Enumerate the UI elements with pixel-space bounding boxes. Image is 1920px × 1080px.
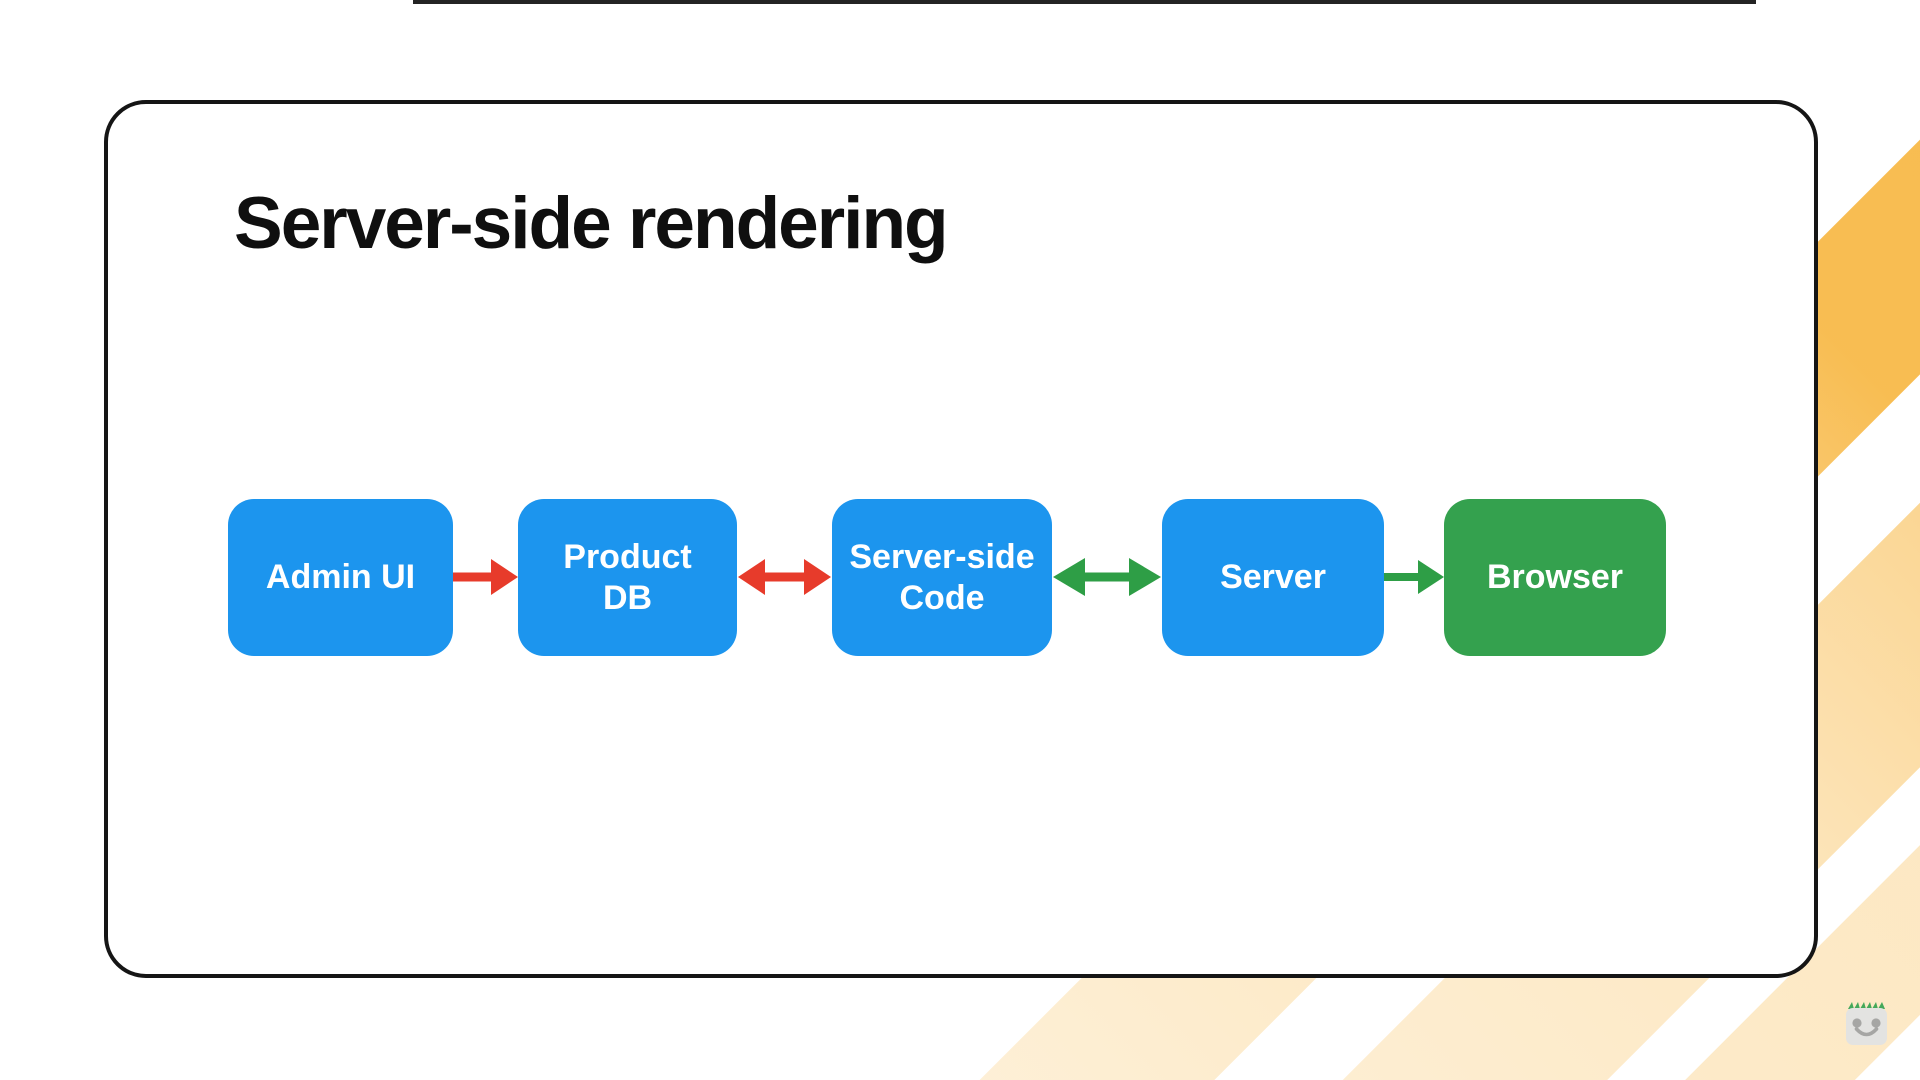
arrow-both-icon <box>738 559 831 595</box>
node-admin-ui: Admin UI <box>228 499 453 656</box>
arrow-right-icon <box>453 559 518 595</box>
slide-title: Server-side rendering <box>234 183 949 264</box>
arrow-both-icon <box>1053 558 1161 596</box>
arrow-right-icon <box>1384 560 1444 594</box>
node-label: Browser <box>1486 558 1624 597</box>
node-browser: Browser <box>1444 499 1666 656</box>
node-server: Server <box>1162 499 1384 656</box>
node-label: Product DB <box>563 538 692 617</box>
node-label: Server-side Code <box>849 538 1035 617</box>
node-label: Server <box>1220 558 1326 597</box>
node-product-db: Product DB <box>518 499 737 656</box>
adjacent-slide-edge <box>413 0 1756 4</box>
slide-card: Server-side rendering Admin UI Product D… <box>104 100 1818 978</box>
node-label: Admin UI <box>265 558 416 597</box>
robot-face-icon <box>1846 1002 1887 1045</box>
node-server-side-code: Server-side Code <box>832 499 1052 656</box>
